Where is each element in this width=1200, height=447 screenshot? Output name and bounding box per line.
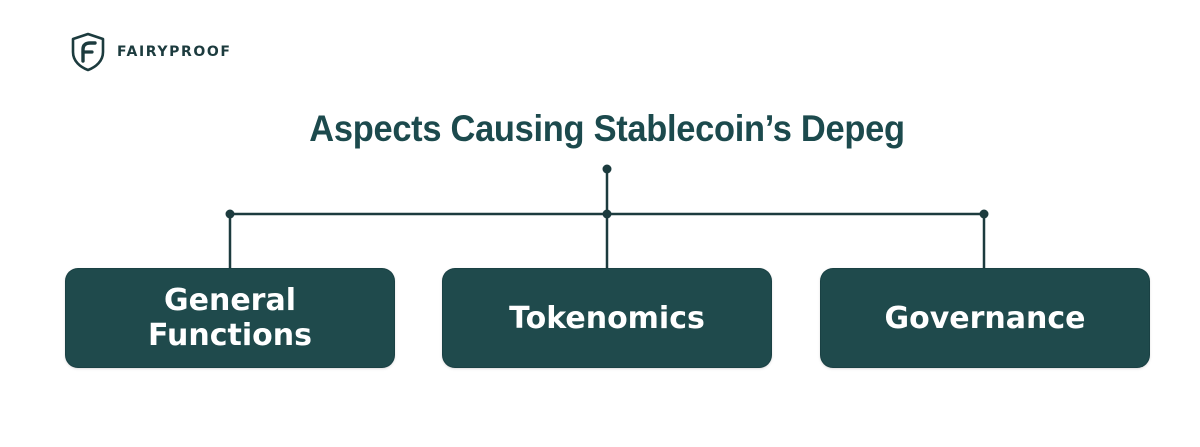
diagram-title: Aspects Causing Stablecoin’s Depeg xyxy=(309,108,905,149)
connector-node-right xyxy=(979,209,989,219)
aspect-box-tokenomics: Tokenomics xyxy=(443,269,771,367)
connector-node-center xyxy=(602,209,612,219)
aspect-box-general-functions: General Functions xyxy=(66,269,394,367)
aspect-label: Governance xyxy=(884,300,1086,336)
connector-node-top xyxy=(602,164,612,174)
aspect-label: General Functions xyxy=(148,283,312,353)
aspect-label: Tokenomics xyxy=(509,300,705,336)
brand-logo: FAIRYPROOF xyxy=(69,32,232,72)
fairyproof-shield-icon xyxy=(71,32,105,72)
brand-name: FAIRYPROOF xyxy=(117,44,232,60)
aspect-box-governance: Governance xyxy=(821,269,1149,367)
connector-node-left xyxy=(225,209,235,219)
